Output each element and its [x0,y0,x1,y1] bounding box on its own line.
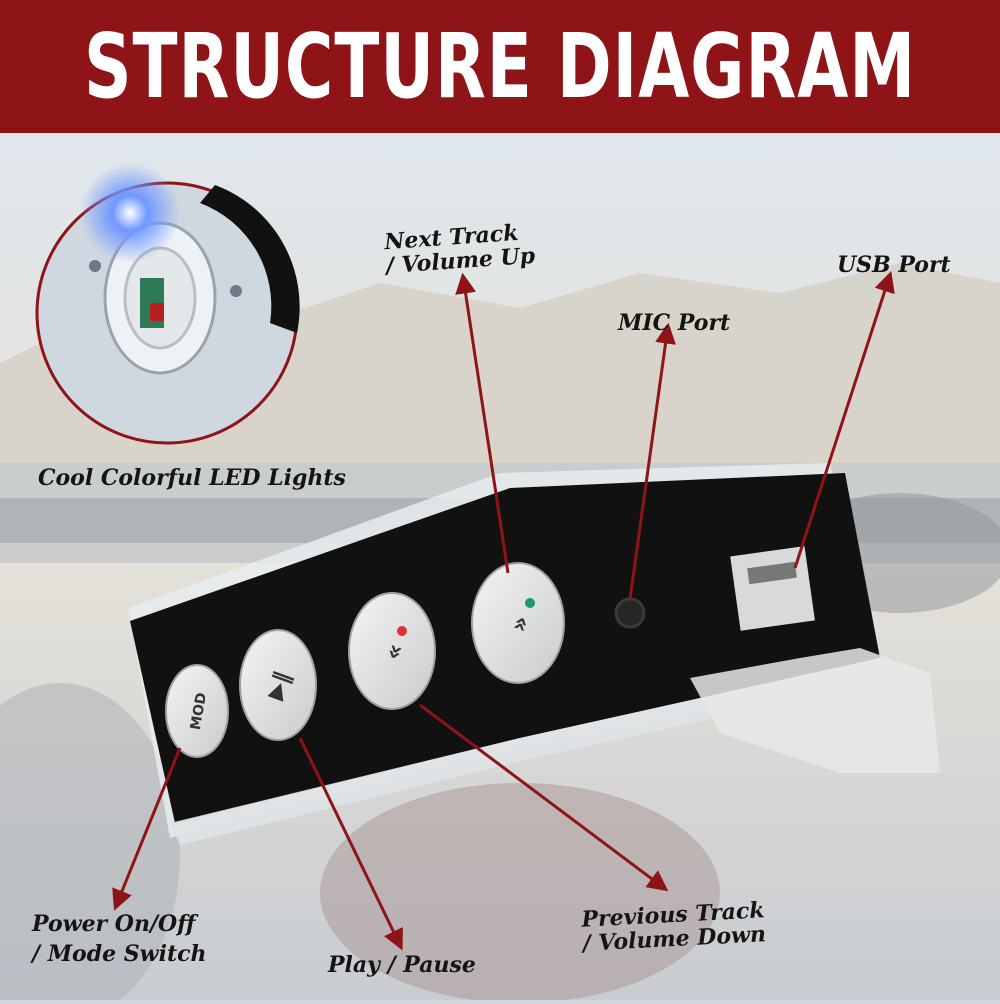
arrow-next-track [455,272,510,574]
label-power-mode: Power On/Off / Mode Switch [32,909,207,969]
tank-blur [320,783,720,1003]
label-mic-port: MIC Port [618,310,731,336]
product-scene: MOD ▶‖ « » [0,133,1000,1004]
callout-arrows [112,271,895,951]
title-banner: STRUCTURE DIAGRAM [0,0,1000,133]
arrow-mic [628,322,676,600]
bluetooth-speaker-device: MOD ▶‖ « » [128,463,940,845]
label-previous-track: Previous Track / Volume Down [581,897,767,957]
label-next-track: Next Track / Volume Up [383,220,535,279]
rubber-cover [690,648,940,773]
product-illustration: MOD ▶‖ « » [0,133,1000,1004]
mic-hole-icon [614,597,646,629]
arrow-power [112,747,182,911]
arrow-play [298,737,403,951]
label-play-pause: Play / Pause [328,952,476,978]
led-inset [35,163,300,445]
play-pause-button [239,629,317,741]
mode-button-icon: MOD [188,692,210,732]
label-power-line1: Power On/Off [32,911,196,937]
led-glow [80,163,180,263]
next-track-button [471,562,565,684]
usb-port-icon [730,546,815,631]
page-title: STRUCTURE DIAGRAM [83,14,917,119]
label-usb-port: USB Port [837,252,951,278]
previous-track-button [348,592,436,710]
arrow-prev-track [419,703,669,892]
arrow-usb [793,271,895,569]
mirror-blur [0,683,180,1004]
mode-button [165,664,229,758]
label-led-lights: Cool Colorful LED Lights [38,465,346,491]
label-power-line2: / Mode Switch [32,941,207,967]
